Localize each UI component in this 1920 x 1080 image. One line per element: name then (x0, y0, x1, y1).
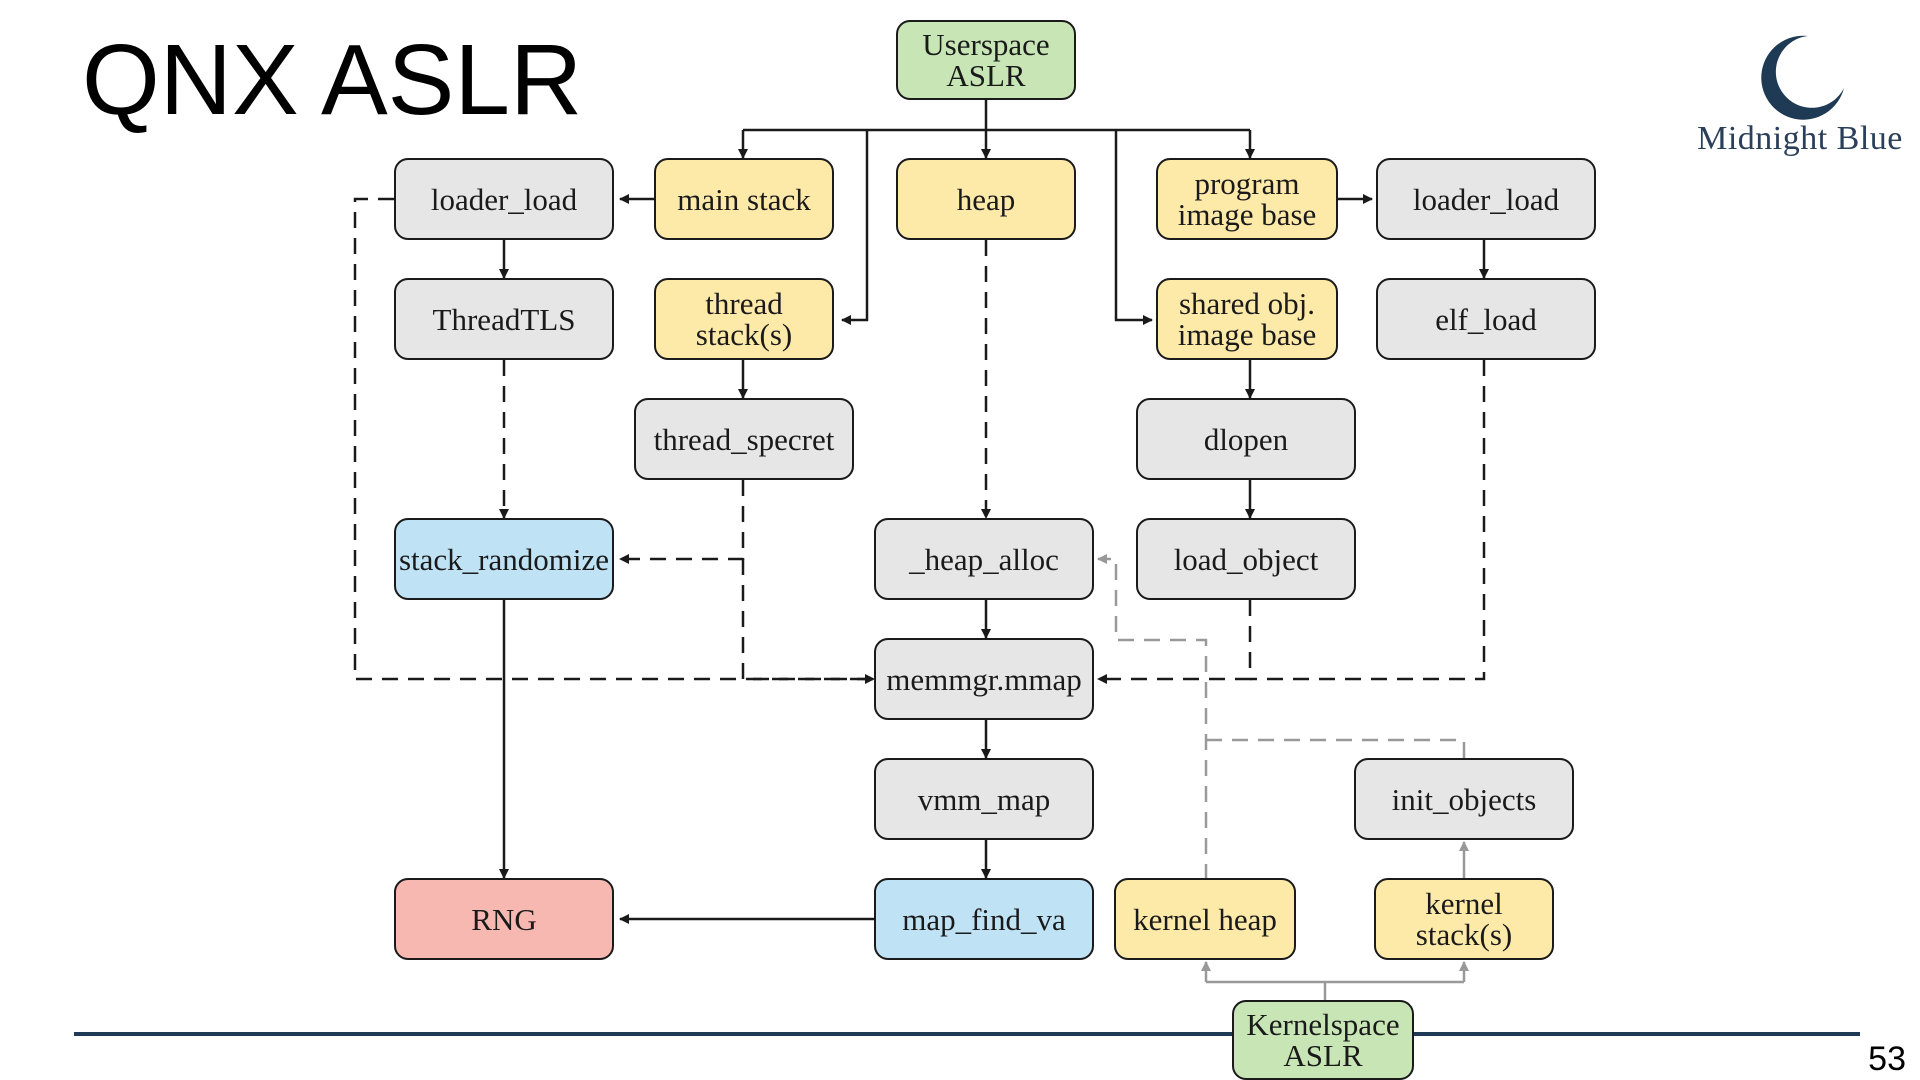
node-threadtls: ThreadTLS (394, 278, 614, 360)
node-memmgr-mmap: memmgr.mmap (874, 638, 1094, 720)
node-kernelspace-aslr: Kernelspace ASLR (1232, 1000, 1414, 1080)
node-kernel-stacks: kernel stack(s) (1374, 878, 1554, 960)
slide-title: QNX ASLR (82, 24, 583, 136)
crescent-moon-icon (1761, 35, 1844, 120)
node-program-image-base: program image base (1156, 158, 1338, 240)
node-loader-load-right: loader_load (1376, 158, 1596, 240)
node-heap-alloc: _heap_alloc (874, 518, 1094, 600)
node-elf-load: elf_load (1376, 278, 1596, 360)
node-map-find-va: map_find_va (874, 878, 1094, 960)
node-shared-obj-image-base: shared obj. image base (1156, 278, 1338, 360)
node-heap: heap (896, 158, 1076, 240)
node-rng: RNG (394, 878, 614, 960)
node-dlopen: dlopen (1136, 398, 1356, 480)
node-thread-specret: thread_specret (634, 398, 854, 480)
footer-divider (74, 1032, 1860, 1036)
page-number: 53 (1868, 1040, 1906, 1078)
node-load-object: load_object (1136, 518, 1356, 600)
node-kernel-heap: kernel heap (1114, 878, 1296, 960)
midnight-blue-logo: Midnight Blue (1690, 30, 1910, 170)
node-userspace-aslr: Userspace ASLR (896, 20, 1076, 100)
logo-text: Midnight Blue (1697, 120, 1903, 157)
node-vmm-map: vmm_map (874, 758, 1094, 840)
node-thread-stacks: thread stack(s) (654, 278, 834, 360)
node-init-objects: init_objects (1354, 758, 1574, 840)
node-main-stack: main stack (654, 158, 834, 240)
node-stack-randomize: stack_randomize (394, 518, 614, 600)
node-loader-load-left: loader_load (394, 158, 614, 240)
